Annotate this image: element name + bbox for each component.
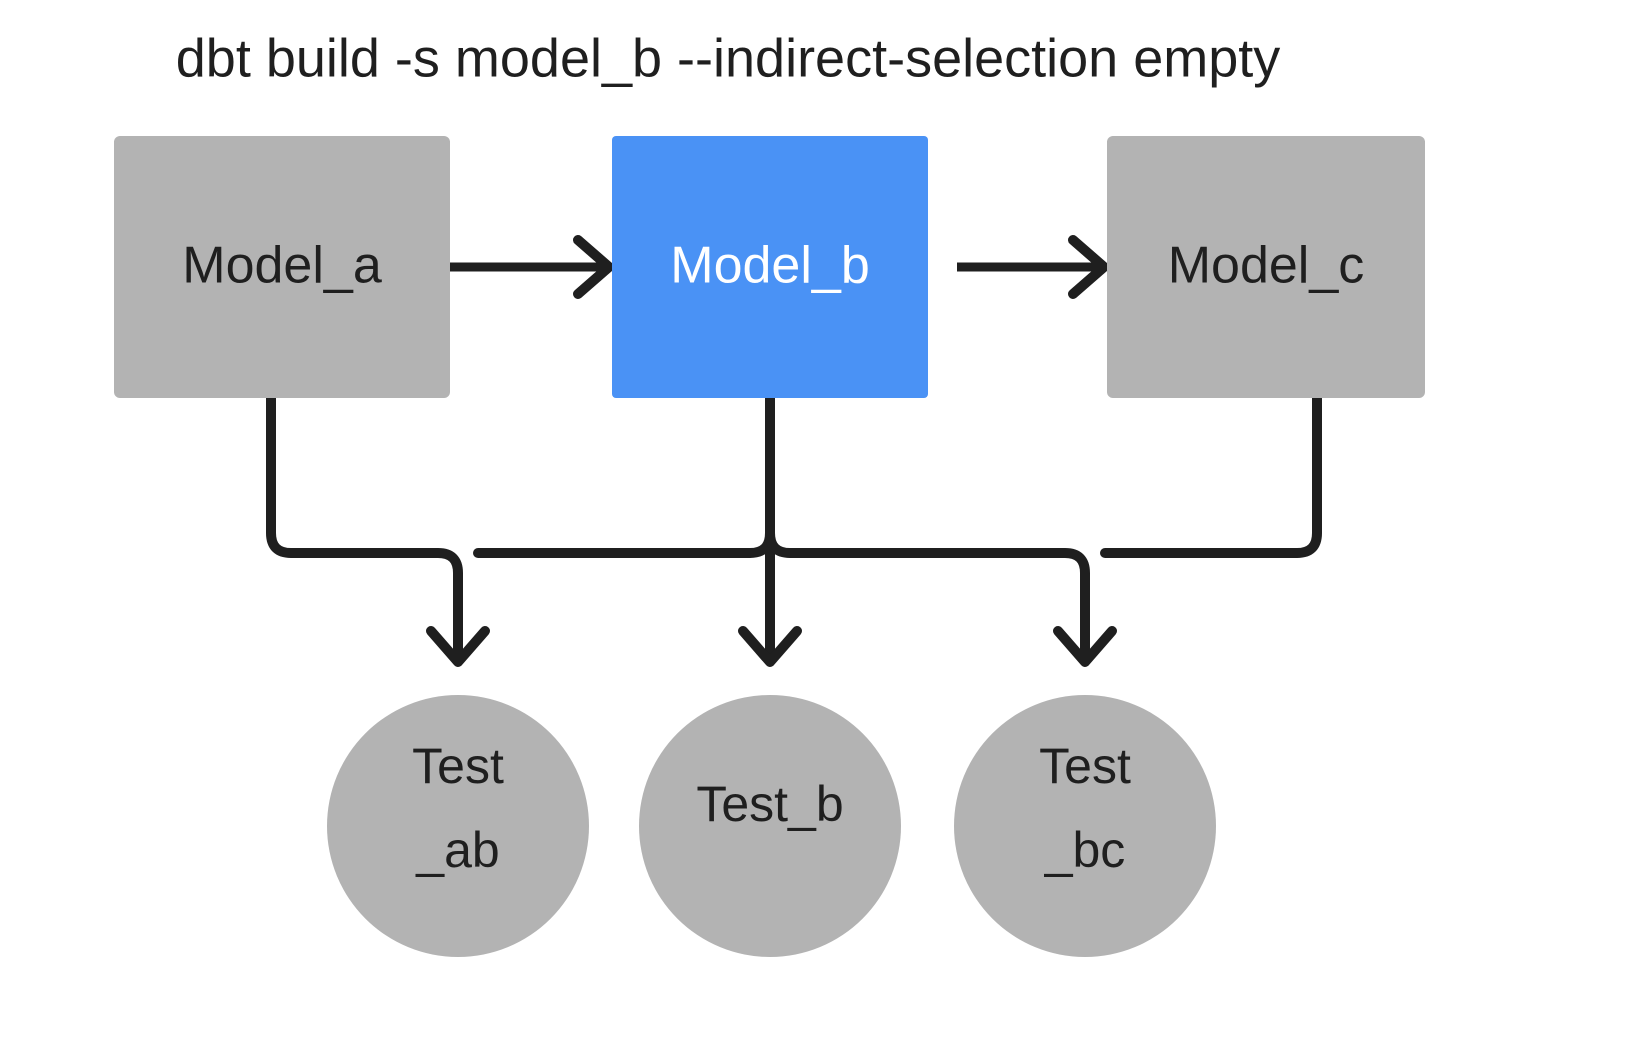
edge-model-b-to-model-c (957, 235, 1109, 299)
node-label: Model_b (670, 237, 869, 295)
arrowhead-icon (426, 626, 490, 667)
edge-path (765, 393, 1090, 660)
edge-path (473, 393, 775, 558)
arrowhead-icon (1068, 235, 1109, 299)
node-test-b[interactable]: Test_b (639, 695, 901, 957)
node-shape[interactable] (114, 136, 450, 398)
node-label-line-1: Test (412, 738, 504, 794)
arrowhead-icon (1053, 626, 1117, 667)
node-shape[interactable] (327, 695, 589, 957)
node-label-line-1: Test (1039, 738, 1131, 794)
edge-path (266, 393, 463, 660)
edge-path (1100, 393, 1322, 558)
edge-model-c-to-test-bc (1100, 393, 1322, 558)
node-shape[interactable] (612, 136, 928, 398)
diagram-title: dbt build -s model_b --indirect-selectio… (176, 28, 1281, 88)
node-label-line-2: _bc (1044, 822, 1126, 878)
node-shape[interactable] (954, 695, 1216, 957)
edge-model-a-to-model-b (450, 235, 614, 299)
node-label-line-2: _ab (415, 822, 499, 878)
arrowhead-icon (573, 235, 614, 299)
edge-model-b-to-test-ab (473, 393, 775, 558)
node-test-bc[interactable]: Test _bc (954, 695, 1216, 957)
edge-model-a-to-test-ab (266, 393, 490, 667)
edge-model-b-to-test-bc (765, 393, 1117, 667)
node-label: Model_c (1168, 237, 1365, 295)
node-model-b[interactable]: Model_b (612, 136, 928, 398)
node-model-c[interactable]: Model_c (1107, 136, 1425, 398)
node-test-ab[interactable]: Test _ab (327, 695, 589, 957)
node-label-line-1: Test_b (696, 776, 843, 832)
node-shape[interactable] (1107, 136, 1425, 398)
node-label: Model_a (182, 237, 382, 295)
node-shape[interactable] (639, 695, 901, 957)
node-model-a[interactable]: Model_a (114, 136, 450, 398)
arrowhead-icon (738, 626, 802, 667)
